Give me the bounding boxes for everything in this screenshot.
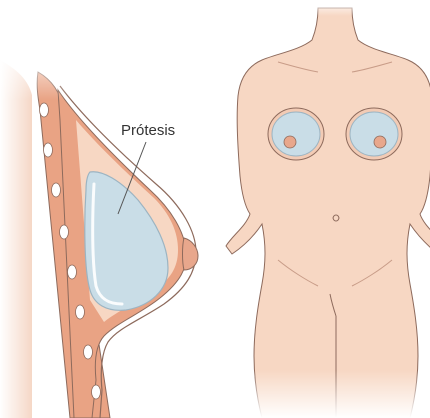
rib-marker bbox=[44, 143, 53, 157]
neck-fade bbox=[300, 0, 370, 16]
rib-marker bbox=[60, 225, 69, 239]
rib-marker bbox=[68, 265, 77, 279]
front-body-view bbox=[220, 0, 430, 418]
rib-marker bbox=[52, 183, 61, 197]
prosthesis-label: Prótesis bbox=[121, 122, 175, 139]
right-implant bbox=[350, 112, 398, 156]
rib-marker bbox=[84, 345, 93, 359]
right-nipple bbox=[374, 136, 386, 148]
rib-marker bbox=[92, 385, 101, 399]
left-implant bbox=[272, 112, 320, 156]
cross-section-view bbox=[0, 40, 198, 418]
rib-marker bbox=[40, 103, 49, 117]
left-fade bbox=[0, 60, 40, 418]
left-nipple bbox=[284, 136, 296, 148]
bottom-fade bbox=[220, 370, 430, 418]
body-silhouette bbox=[226, 8, 430, 418]
rib-marker bbox=[76, 305, 85, 319]
